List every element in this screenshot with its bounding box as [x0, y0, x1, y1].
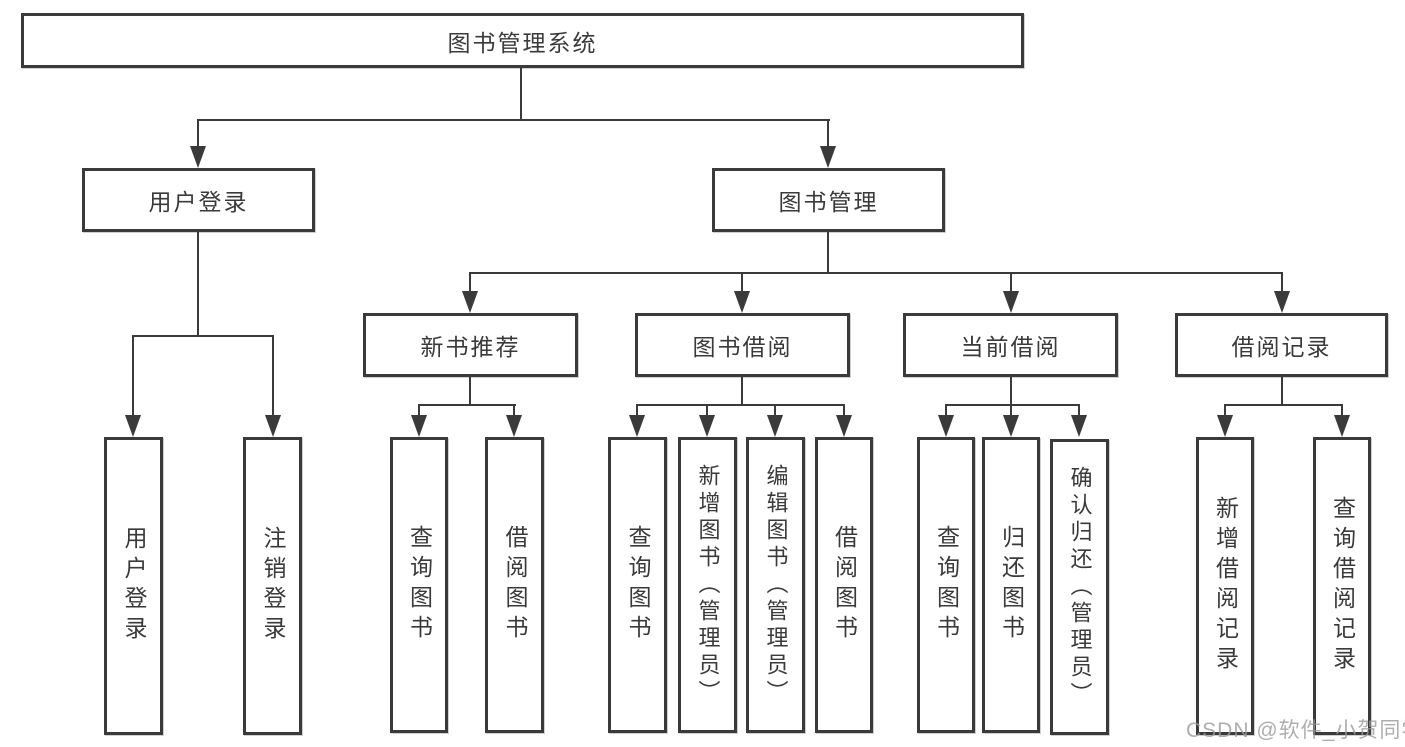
arrow-down-icon — [820, 146, 836, 168]
connector-line — [843, 404, 845, 417]
connector-line — [1078, 404, 1080, 417]
leaf-logout: 注销登录 — [243, 437, 302, 735]
connector-line — [1281, 272, 1283, 293]
arrow-down-icon — [1334, 415, 1350, 437]
leaf-borrowing-borrow-books: 借阅图书 — [815, 437, 873, 733]
arrow-down-icon — [629, 415, 645, 437]
connector-line — [197, 232, 199, 337]
leaf-user-login: 用户登录 — [104, 437, 163, 735]
node-new-book-recommend: 新书推荐 — [363, 313, 578, 377]
connector-line — [1341, 404, 1343, 417]
connector-line — [513, 404, 515, 417]
leaf-borrowing-query-books-label: 查询图书 — [625, 525, 651, 645]
connector-line — [197, 119, 199, 148]
leaf-recommend-borrow-books: 借阅图书 — [485, 437, 544, 733]
connector-line — [1224, 404, 1226, 417]
arrow-down-icon — [699, 415, 715, 437]
leaf-records-query-record-label: 查询借阅记录 — [1329, 496, 1356, 676]
connector-line — [1010, 377, 1012, 406]
connector-line — [1010, 272, 1012, 293]
arrow-down-icon — [462, 291, 478, 313]
arrow-down-icon — [1003, 415, 1019, 437]
node-book-management: 图书管理 — [712, 168, 945, 232]
leaf-records-add-record: 新增借阅记录 — [1196, 437, 1254, 735]
leaf-current-return-books-label: 归还图书 — [998, 525, 1025, 645]
leaf-borrowing-add-books-admin: 新增图书（管理员） — [678, 437, 737, 733]
node-library-system: 图书管理系统 — [21, 13, 1024, 68]
csdn-watermark: CSDN @软件_小贺同学 — [1186, 719, 1405, 742]
arrow-down-icon — [734, 291, 750, 313]
node-new-book-recommend-label: 新书推荐 — [420, 334, 521, 360]
connector-line — [469, 272, 471, 293]
leaf-current-query-books: 查询图书 — [917, 437, 975, 733]
node-borrowing-records: 借阅记录 — [1175, 313, 1388, 377]
leaf-current-query-books-label: 查询图书 — [933, 525, 960, 645]
connector-line — [636, 404, 638, 417]
arrow-down-icon — [938, 415, 954, 437]
arrow-down-icon — [1274, 291, 1290, 313]
arrow-down-icon — [265, 415, 281, 437]
connector-line — [1224, 404, 1343, 406]
connector-line — [706, 404, 708, 417]
connector-line — [132, 335, 134, 417]
arrow-down-icon — [1217, 415, 1233, 437]
leaf-user-login-label: 用户登录 — [121, 526, 147, 646]
leaf-recommend-query-books: 查询图书 — [390, 437, 448, 733]
leaf-current-confirm-return-admin: 确认归还（管理员） — [1050, 439, 1109, 735]
connector-line — [520, 68, 522, 121]
connector-line — [774, 404, 776, 417]
arrow-down-icon — [506, 415, 522, 437]
connector-line — [741, 272, 743, 293]
connector-line — [469, 272, 1283, 274]
leaf-borrowing-edit-books-admin-label: 编辑图书（管理员） — [763, 463, 789, 707]
leaf-logout-label: 注销登录 — [260, 526, 286, 646]
connector-line — [197, 119, 830, 121]
node-book-borrowing-label: 图书借阅 — [692, 334, 793, 360]
connector-line — [1010, 404, 1012, 417]
node-book-management-label: 图书管理 — [778, 189, 879, 215]
node-current-borrowing-label: 当前借阅 — [960, 334, 1061, 360]
node-library-system-label: 图书管理系统 — [447, 29, 598, 56]
connector-line — [418, 404, 516, 406]
connector-line — [827, 119, 829, 148]
node-borrowing-records-label: 借阅记录 — [1231, 334, 1332, 360]
leaf-borrowing-borrow-books-label: 借阅图书 — [831, 525, 858, 645]
arrow-down-icon — [1003, 291, 1019, 313]
leaf-current-confirm-return-admin-label: 确认归还（管理员） — [1067, 465, 1093, 709]
leaf-recommend-query-books-label: 查询图书 — [406, 525, 433, 645]
arrow-down-icon — [767, 415, 783, 437]
leaf-current-return-books: 归还图书 — [982, 437, 1040, 733]
connector-line — [636, 404, 845, 406]
node-current-borrowing: 当前借阅 — [903, 313, 1118, 377]
node-book-borrowing: 图书借阅 — [635, 313, 850, 377]
connector-line — [132, 335, 274, 337]
connector-line — [272, 335, 274, 417]
leaf-recommend-borrow-books-label: 借阅图书 — [502, 525, 528, 645]
arrow-down-icon — [125, 415, 141, 437]
connector-line — [741, 377, 743, 406]
node-user-login: 用户登录 — [82, 168, 315, 232]
leaf-borrowing-add-books-admin-label: 新增图书（管理员） — [695, 463, 721, 707]
connector-line — [827, 232, 829, 274]
leaf-records-query-record: 查询借阅记录 — [1313, 437, 1371, 735]
leaf-borrowing-query-books: 查询图书 — [608, 437, 667, 733]
connector-line — [469, 377, 471, 406]
arrow-down-icon — [411, 415, 427, 437]
arrow-down-icon — [836, 415, 852, 437]
arrow-down-icon — [1071, 415, 1087, 437]
arrow-down-icon — [190, 146, 206, 168]
leaf-records-add-record-label: 新增借阅记录 — [1212, 496, 1239, 676]
connector-line — [945, 404, 1080, 406]
node-user-login-label: 用户登录 — [148, 189, 249, 215]
connector-line — [418, 404, 420, 417]
connector-line — [1281, 377, 1283, 406]
connector-line — [945, 404, 947, 417]
leaf-borrowing-edit-books-admin: 编辑图书（管理员） — [746, 437, 805, 733]
